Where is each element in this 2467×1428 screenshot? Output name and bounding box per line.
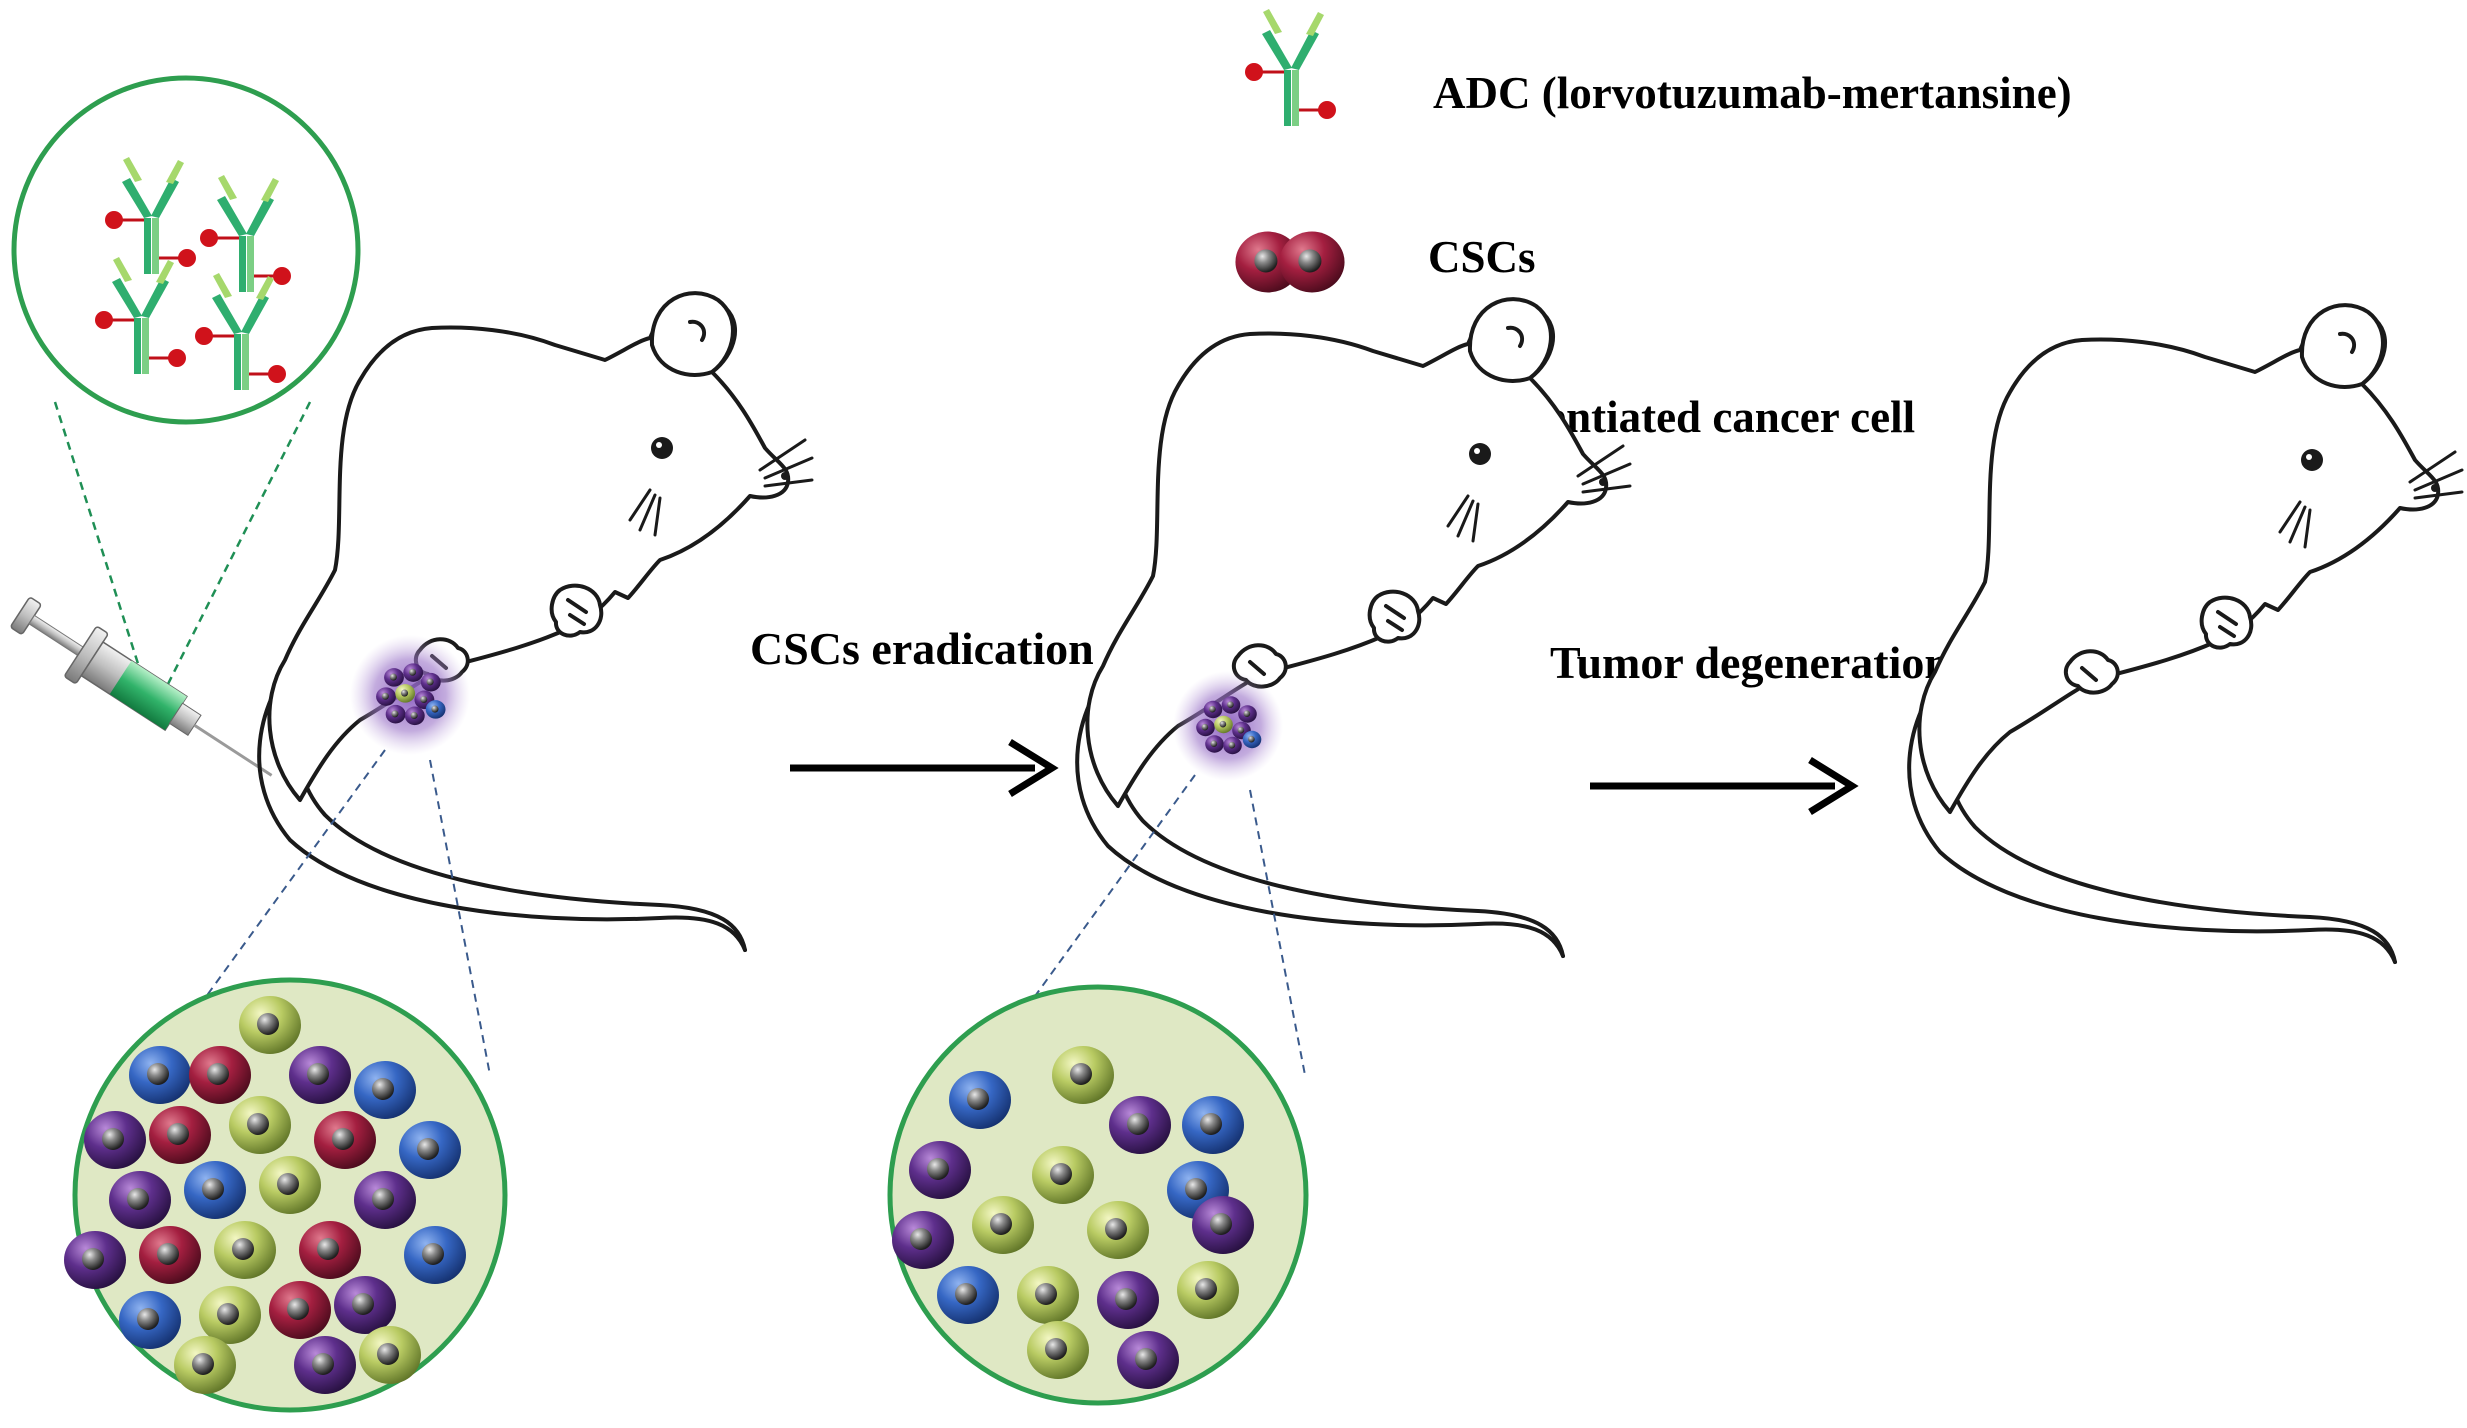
mouse-icon [1075, 297, 1632, 958]
mouse-icon [1907, 303, 2464, 964]
antibody-drug-conjugate-icon [1243, 7, 1338, 128]
adc-zoom-inset [11, 75, 361, 691]
syringe-icon [10, 597, 273, 777]
tumor-initial [350, 635, 470, 755]
step-label-cscs-eradication: CSCs eradication [750, 623, 1094, 674]
mouse-icon [257, 291, 815, 952]
arrow-right-icon [1590, 760, 1852, 812]
mouse-with-tumor-treated [1075, 297, 1632, 958]
csc-cell-pair-icon [1235, 231, 1345, 293]
tumor-treated [1173, 671, 1283, 781]
mouse-with-tumor-initial [257, 291, 815, 952]
legend-cscs-label: CSCs [1428, 232, 1536, 282]
legend-adc-label: ADC (lorvotuzumab-mertansine) [1433, 68, 2072, 118]
legend-cscs-item: CSCs [1235, 231, 1536, 293]
tumor-zoom-treated [887, 984, 1309, 1406]
tumor-zoom-initial [64, 977, 508, 1413]
arrow-right-icon [790, 742, 1052, 794]
mouse-tumor-free [1907, 303, 2464, 964]
step-label-tumor-degeneration: Tumor degeneration [1550, 637, 1950, 688]
legend-adc-item: ADC (lorvotuzumab-mertansine) [1243, 7, 2072, 128]
